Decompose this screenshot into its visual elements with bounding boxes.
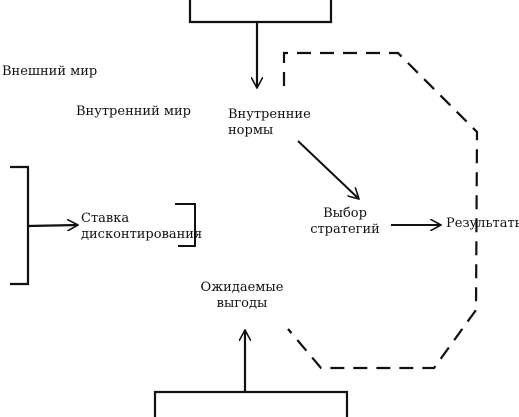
feedback-loop-dashed (282, 51, 479, 370)
label-expected-benefits-line2: выгоды (216, 296, 268, 311)
label-internal-norms: Внутренние нормы (228, 107, 311, 139)
label-strategy-choice-line2: стратегий (310, 222, 380, 237)
label-results: Результаты (446, 216, 519, 231)
label-discount-rate-line2: дисконтирования (81, 227, 203, 242)
top-bracket (188, 0, 333, 24)
label-internal-norms-line2: нормы (228, 123, 274, 138)
bottom-bracket (153, 390, 349, 417)
discount-bracket (175, 203, 196, 247)
label-discount-rate-line1: Ставка (81, 211, 130, 226)
label-strategy-choice: Выбор стратегий (305, 206, 385, 238)
left-bracket (10, 165, 30, 286)
label-internal-norms-line1: Внутренние (228, 107, 311, 122)
label-expected-benefits-line1: Ожидаемые (200, 280, 284, 295)
label-discount-rate: Ставка дисконтирования (81, 211, 202, 243)
label-inner-world: Внутренний мир (76, 104, 191, 119)
arrow-left-to-discount (27, 225, 78, 226)
arrow-norms-to-strategy (297, 140, 359, 199)
label-outer-world: Внешний мир (2, 64, 98, 79)
label-strategy-choice-line1: Выбор (323, 206, 367, 221)
label-expected-benefits: Ожидаемые выгоды (192, 280, 292, 312)
